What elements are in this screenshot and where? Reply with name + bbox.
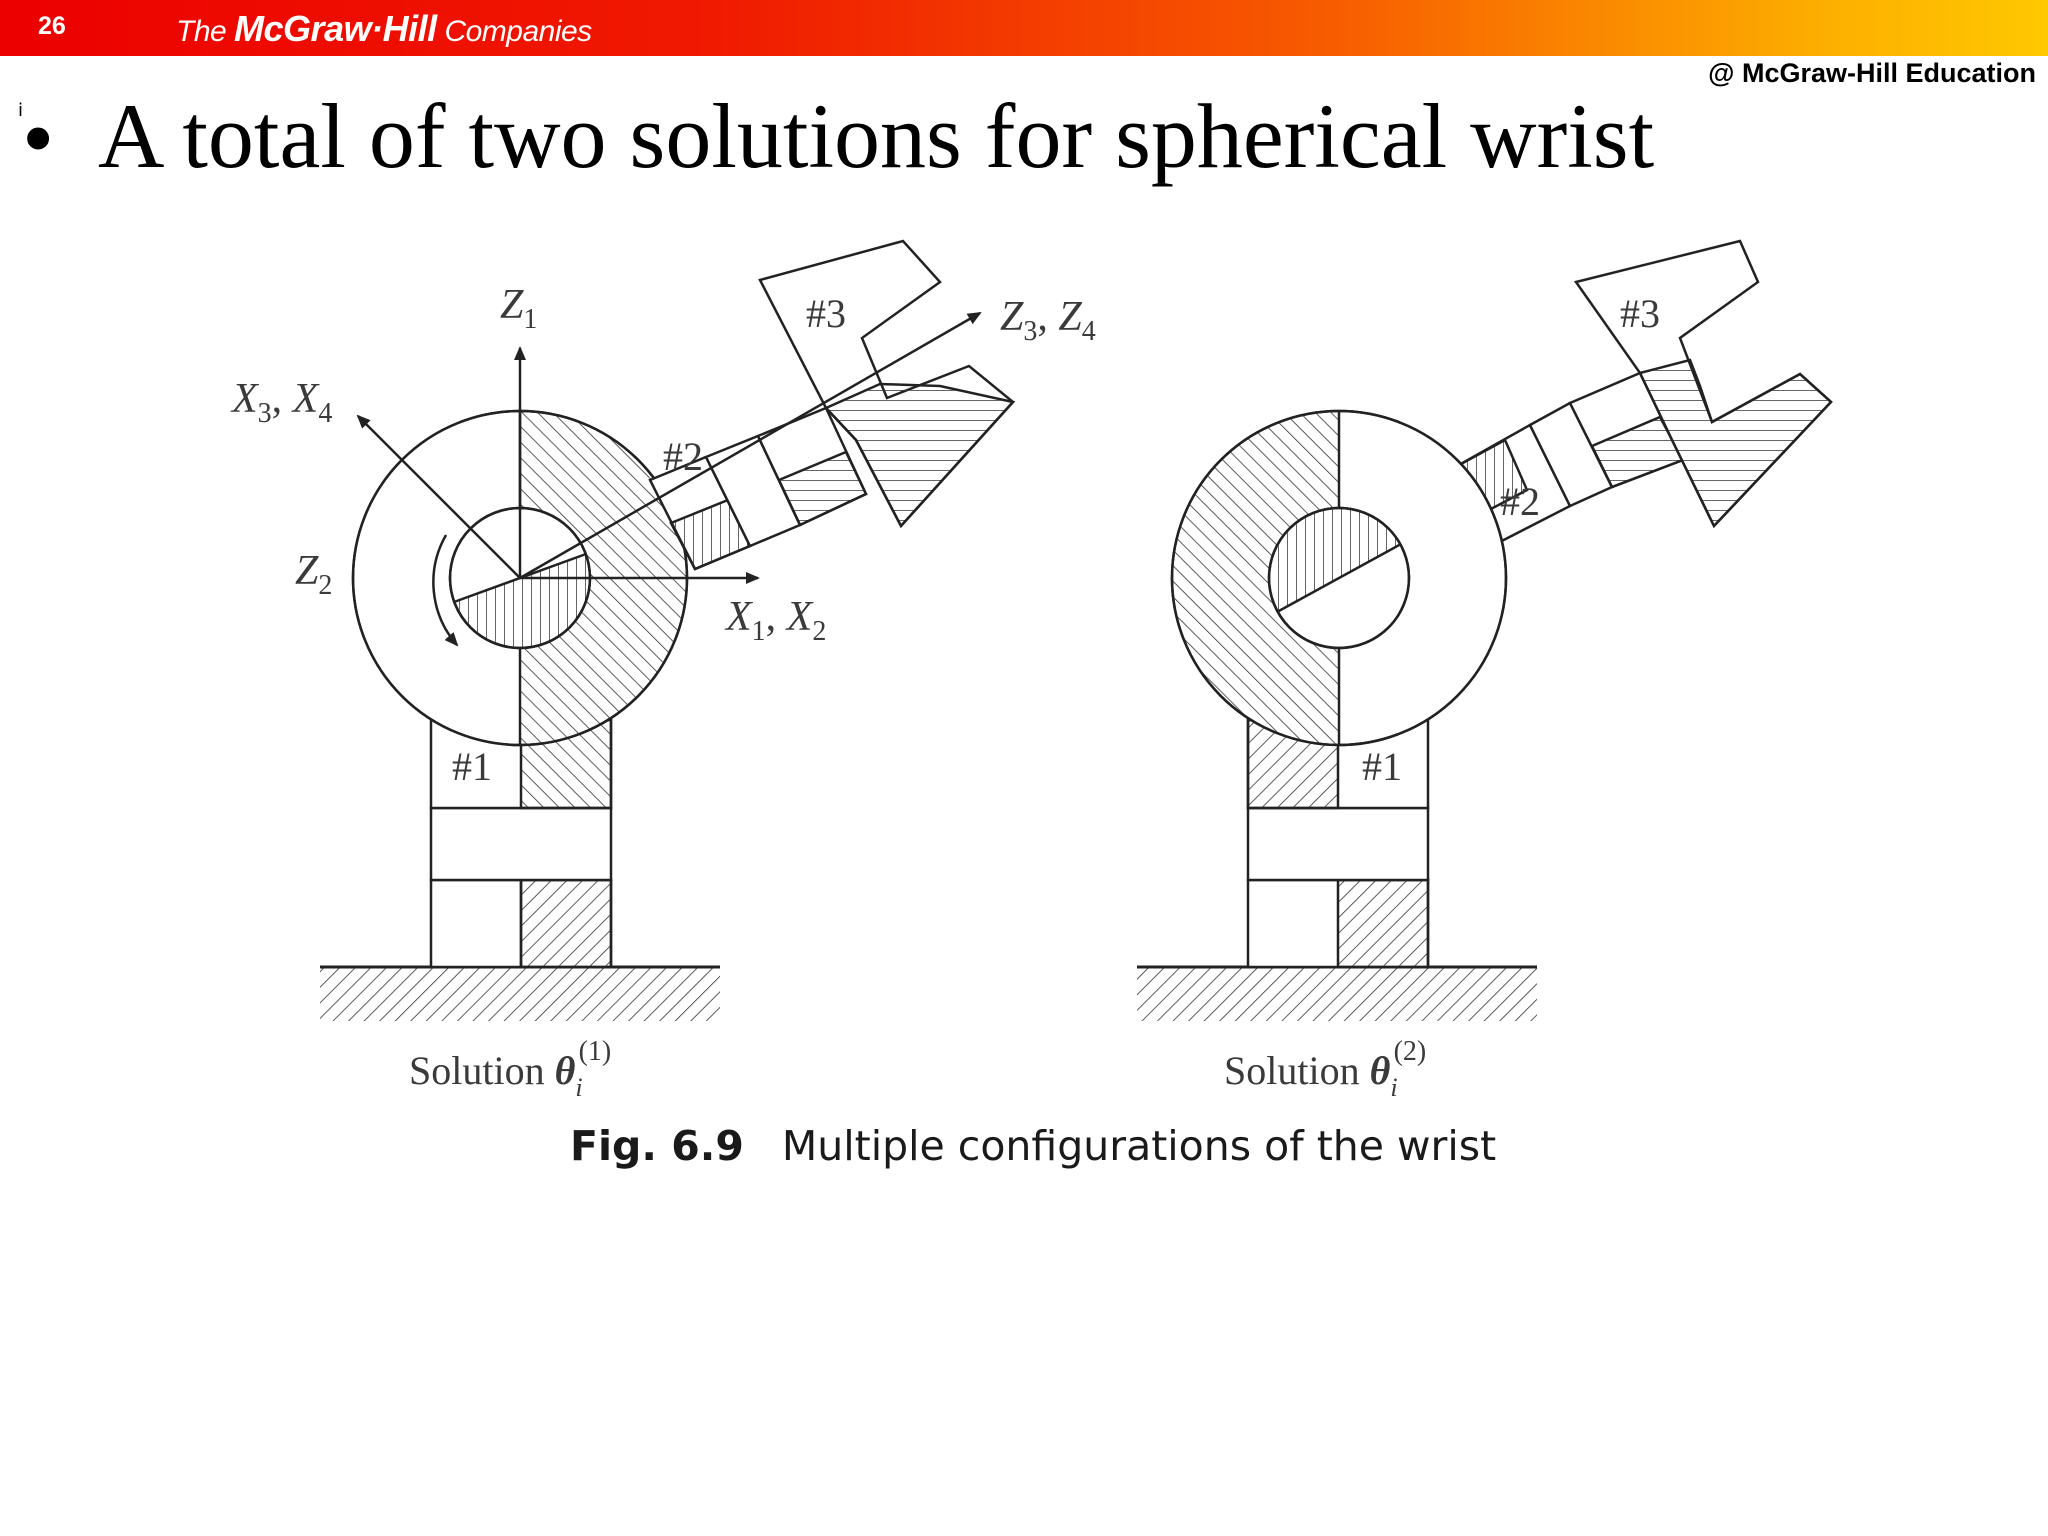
figure-caption-text: Multiple configurations of the wrist [781,1122,1497,1170]
solution-2-caption: Solution θi(2) [1224,1036,1426,1102]
slide-number: 26 [38,12,66,40]
link-2-label: #2 [663,434,703,479]
solution-1-caption: Solution θi(1) [409,1036,611,1102]
link-1-label: #1 [452,744,492,789]
bullet-point: • [22,87,55,189]
axis-z1-label: Z1 [500,282,537,335]
solution-1-diagram: #1 #2 #3 Z1 X3, X4 Z2 X1, X2 Z3, Z4 Solu… [230,239,1096,1102]
solution-2-diagram: #1 #2 #3 Solution θi(2) [1137,239,1833,1102]
brand-logo: The McGraw·Hill Companies [176,8,592,49]
link-2-label-2: #2 [1500,479,1540,524]
figure-number: Fig. 6.9 [570,1122,744,1170]
axis-x1-x2-label: X1, X2 [724,594,826,647]
link-3-label: #3 [806,291,846,336]
header-bar: 26 The McGraw·Hill Companies [0,0,2048,56]
axis-z2-label: Z2 [295,548,332,601]
axis-z3-z4-label: Z3, Z4 [1000,294,1096,347]
stray-mark: ⅰ [18,100,24,120]
link-1-label-2: #1 [1362,744,1402,789]
slide-title: A total of two solutions for spherical w… [98,85,1655,187]
axis-x3-x4-label: X3, X4 [230,376,332,429]
copyright-notice: @ McGraw-Hill Education [1708,58,2036,88]
link-3-label-2: #3 [1620,291,1660,336]
figure-caption: Fig. 6.9 Multiple configurations of the w… [570,1122,1496,1170]
